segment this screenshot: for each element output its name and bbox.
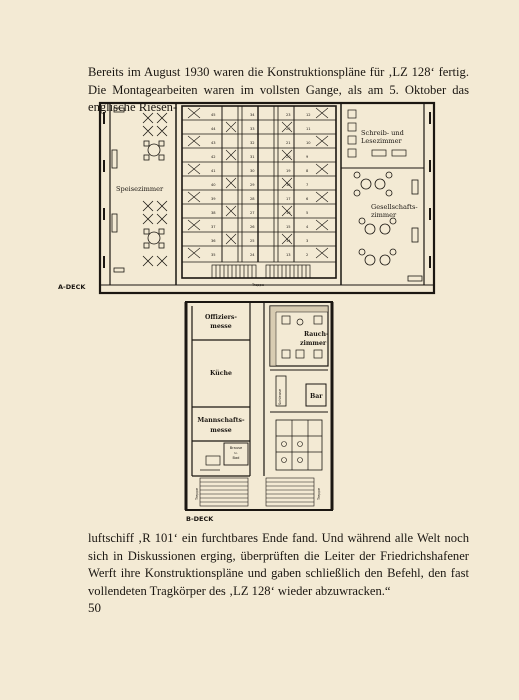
cabin-numbers: 4544434241403938373635343332313029282726… [211,113,311,257]
smoking-room-label-2: zimmer [300,340,327,347]
cabin-number: 20 [286,155,291,159]
crew-mess-label-2: messe [210,427,231,434]
cabin-number: 5 [306,211,308,215]
a-deck-outline [98,101,436,295]
cabin-block [181,105,337,279]
cabin-number: 37 [211,225,216,229]
cabin-number: 6 [306,197,309,201]
cabin-number: 4 [306,225,309,229]
cabin-number: 43 [211,141,216,145]
a-deck-plan [98,101,436,295]
a-deck-stairs-label: Treppe [251,283,265,287]
cabin-number: 40 [211,183,216,187]
closing-paragraph: luftschiff ‚R 101‘ ein furchtbares Ende … [88,531,469,598]
cabin-number: 38 [211,211,216,215]
cabin-number: 3 [306,239,308,243]
writing-room-label-1: Schreib- und [361,129,405,137]
b-deck-label: B-DECK [186,515,214,523]
cabin-number: 45 [211,113,216,117]
cabin-number: 2 [306,253,308,257]
cabin-number: 11 [306,127,311,131]
cabin-number: 28 [250,197,255,201]
shower-label-3: Bad [233,456,240,460]
cabin-number: 14 [286,239,291,243]
cabin-number: 35 [211,253,216,257]
cabin-number: 31 [250,155,255,159]
cabin-number: 24 [250,253,255,257]
cabin-number: 41 [211,169,216,173]
smoking-room-label-1: Rauch- [304,331,329,338]
shower-label-2: u. [234,451,237,455]
lounge-label-1: Gesellschafts- [371,203,418,211]
cabin-number: 32 [250,141,255,145]
cabin-number: 8 [306,169,309,173]
cabin-number: 9 [306,155,309,159]
lounge-tables [353,171,423,282]
cabin-number: 12 [306,113,311,117]
page-number: 50 [88,600,101,615]
cabin-number: 7 [306,183,308,187]
b-deck-stairs-right-label: Treppe [317,487,321,501]
b-deck-plan [184,301,334,511]
airlock-label: Schleuse [278,388,282,405]
lounge-label-2: zimmer [371,211,397,219]
kitchen-label: Küche [210,370,232,377]
cabin-number: 21 [286,141,291,145]
cabin-number: 22 [286,127,291,131]
cabin-number: 36 [211,239,216,243]
officers-mess-label-2: messe [210,323,231,330]
cabin-number: 27 [250,211,255,215]
cabin-number: 44 [211,127,216,131]
cabin-number: 34 [250,113,255,117]
a-deck-stairs [211,264,311,279]
cabin-number: 15 [286,225,291,229]
cabin-number: 33 [250,127,255,131]
a-deck-label: A-DECK [58,283,86,291]
cabin-number: 30 [250,169,255,173]
dining-tables [111,107,168,273]
cabin-number: 25 [250,239,255,243]
cabin-number: 10 [306,141,311,145]
cabin-number: 23 [286,113,291,117]
cabin-number: 18 [286,183,291,187]
cabin-number: 29 [250,183,255,187]
cabin-number: 13 [286,253,291,257]
b-deck-stairs-left-label: Treppe [195,487,199,501]
crew-mess-label-1: Mannschafts- [197,417,245,424]
cabin-number: 42 [211,155,216,159]
dining-room-label: Speisezimmer [116,185,164,193]
cabin-number: 17 [286,197,291,201]
cabin-number: 26 [250,225,255,229]
officers-mess-label-1: Offiziers- [205,314,237,321]
cabin-number: 39 [211,197,216,201]
cabin-number: 19 [286,169,291,173]
bar-label: Bar [310,393,323,400]
cabin-number: 16 [286,211,291,215]
writing-room-label-2: Lesezimmer [361,137,403,145]
shower-label-1: Brause [230,446,243,450]
